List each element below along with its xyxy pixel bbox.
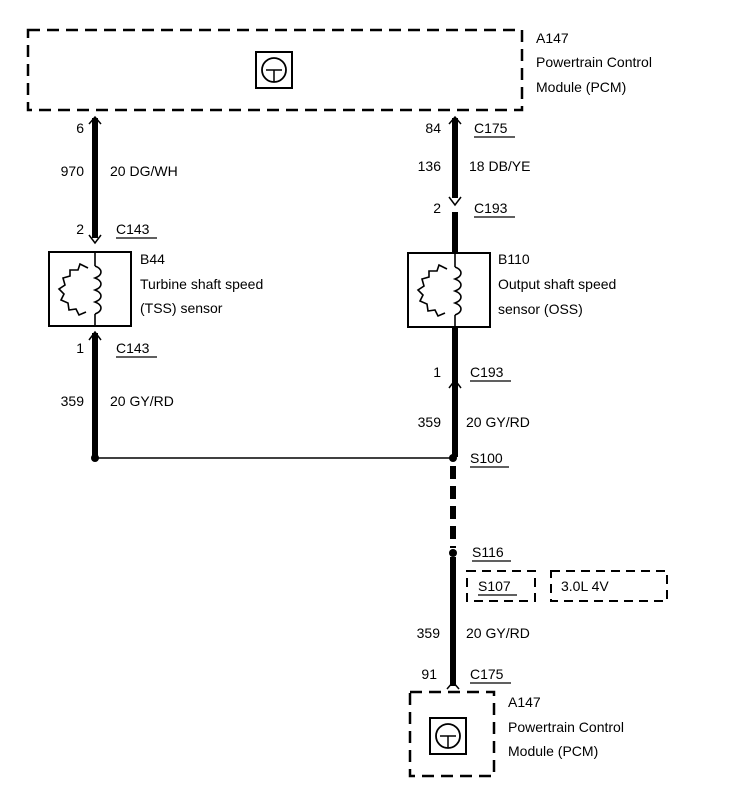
b110-coil-icon	[452, 266, 462, 316]
right-wire-spec: 18 DB/YE	[469, 158, 530, 174]
variant-box	[550, 570, 668, 602]
pcm-bottom-icon	[429, 717, 467, 755]
pcm-bottom-box	[408, 690, 496, 778]
left-wire-spec: 20 DG/WH	[110, 163, 178, 179]
splice-s107-label: S107	[478, 578, 511, 594]
pcm-bottom-name-line1: Powertrain Control	[508, 719, 624, 735]
bottom-pcm-pin: 91	[421, 666, 437, 682]
b110-gear-icon	[416, 263, 448, 318]
pcm-top-module: A147 Powertrain Control Module (PCM)	[26, 28, 652, 112]
splice-s107-box	[466, 570, 536, 602]
b44-in-connector: C143	[116, 221, 150, 237]
left-branch: 6 970 20 DG/WH 2 C143 B44 Turbine shaft …	[48, 115, 263, 457]
left-circuit-number: 970	[61, 163, 85, 179]
right-circuit-number: 136	[418, 158, 442, 174]
right-return-wire: 20 GY/RD	[466, 414, 530, 430]
bottom-pcm-connector: C175	[470, 666, 504, 682]
splice-s116-dot	[449, 549, 457, 557]
variant-label: 3.0L 4V	[561, 578, 609, 594]
splice-s100-label: S100	[470, 450, 503, 466]
b110-name-line1: Output shaft speed	[498, 276, 616, 292]
left-pcm-pin: 6	[76, 120, 84, 136]
splice-s116-label: S116	[472, 544, 504, 560]
left-return-circuit: 359	[61, 393, 85, 409]
right-branch: 84 C175 136 18 DB/YE 2 C193 B110 Output …	[407, 115, 616, 457]
b110-ref: B110	[498, 251, 530, 267]
pcm-top-pin-84-arrow	[448, 115, 462, 125]
b110-sensor-box	[407, 252, 491, 328]
pcm-top-name-line1: Powertrain Control	[536, 54, 652, 70]
b44-in-pin: 2	[76, 221, 84, 237]
pcm-top-box	[26, 28, 524, 112]
b110-oss-sensor	[407, 252, 491, 328]
b110-out-pin: 1	[433, 364, 441, 380]
b110-in-connector: C193	[474, 200, 508, 216]
right-return-circuit: 359	[418, 414, 442, 430]
b44-ref: B44	[140, 251, 165, 267]
b110-pin-1-arrow	[448, 378, 462, 389]
b44-tss-sensor	[48, 251, 132, 327]
b44-pin-2-arrow	[88, 234, 102, 245]
pcm-top-ref: A147	[536, 30, 569, 46]
b44-coil-icon	[92, 265, 102, 315]
b110-in-pin: 2	[433, 200, 441, 216]
pcm-top-name-line2: Module (PCM)	[536, 79, 626, 95]
pcm-top-icon	[255, 51, 293, 89]
splice-left-dot	[91, 454, 99, 462]
b44-sensor-box	[48, 251, 132, 327]
bottom-circuit-number: 359	[417, 625, 441, 641]
pcm-bottom-name-line2: Module (PCM)	[508, 743, 598, 759]
b44-name-line2: (TSS) sensor	[140, 300, 223, 316]
pcm-bottom-ref: A147	[508, 694, 541, 710]
b44-name-line1: Turbine shaft speed	[140, 276, 263, 292]
b44-pin-1-arrow	[88, 330, 102, 341]
b110-out-connector: C193	[470, 364, 504, 380]
bottom-wire-spec: 20 GY/RD	[466, 625, 530, 641]
pcm-bottom-module: A147 Powertrain Control Module (PCM)	[408, 690, 624, 778]
pcm-bottom-pin-91-arrow	[446, 680, 460, 690]
right-pcm-connector: C175	[474, 120, 508, 136]
b110-pin-2-arrow	[448, 196, 462, 207]
b110-name-line2: sensor (OSS)	[498, 301, 583, 317]
pcm-top-pin-6-arrow	[88, 115, 102, 125]
right-pcm-pin: 84	[425, 120, 441, 136]
b44-out-pin: 1	[76, 340, 84, 356]
left-return-wire: 20 GY/RD	[110, 393, 174, 409]
b44-gear-icon	[57, 262, 89, 317]
b44-out-connector: C143	[116, 340, 150, 356]
